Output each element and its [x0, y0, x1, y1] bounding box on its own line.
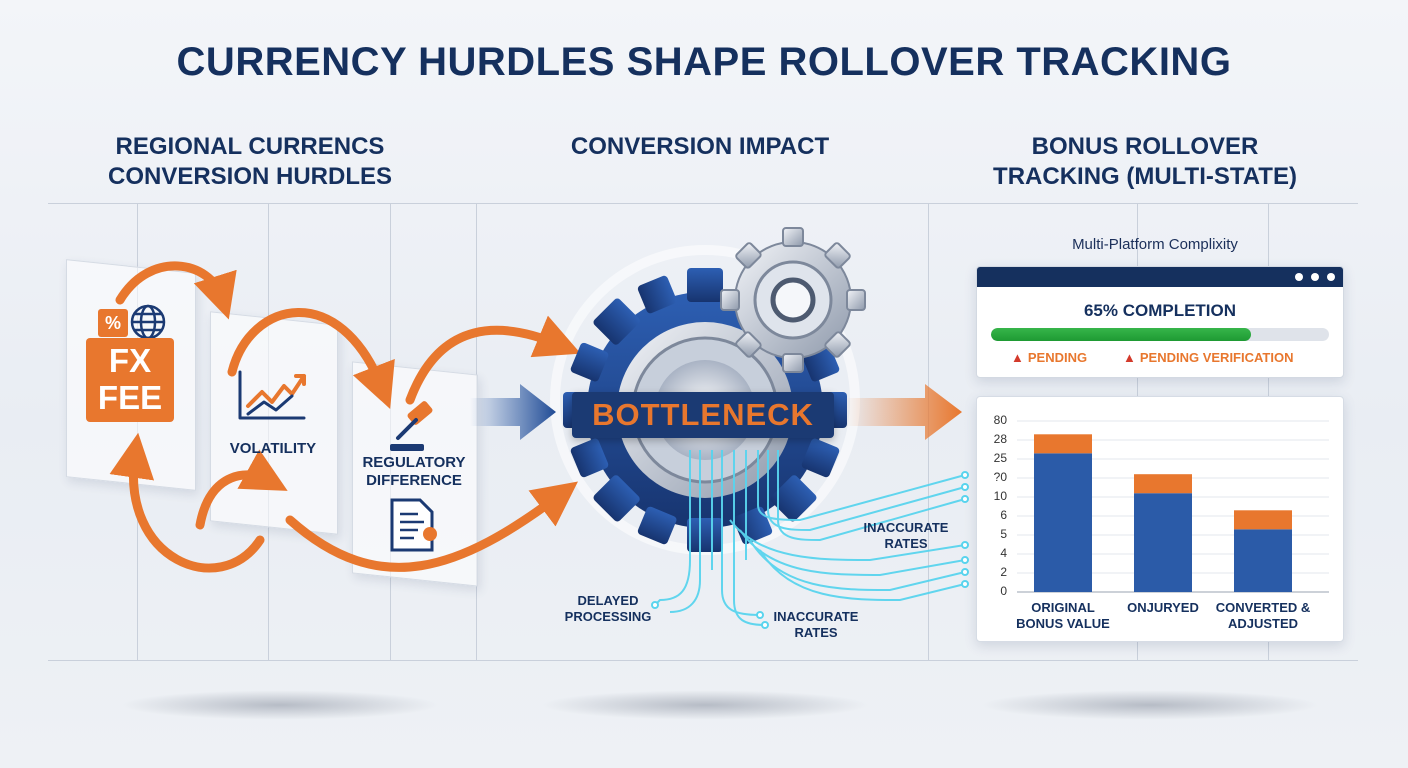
globe-icon — [130, 304, 166, 340]
inaccurate-rates-right-label: INACCURATE RATES — [858, 520, 954, 552]
fx-fee-badge: FX FEE — [86, 338, 174, 422]
volatility-label: VOLATILITY — [229, 440, 317, 457]
pending-label: PENDING — [1027, 350, 1088, 365]
circuit-lines — [654, 450, 966, 626]
progress-fill — [991, 328, 1252, 341]
x-category-label: CONVERTED &ADJUSTED — [1203, 600, 1323, 632]
heading-line: CONVERSION IMPACT — [570, 133, 830, 160]
orange-arrow-out — [845, 384, 962, 440]
bar-top-segment — [1134, 474, 1192, 494]
grid-line-bottom — [48, 660, 1358, 661]
percent-icon: % — [98, 309, 128, 337]
window-dot — [1327, 273, 1335, 281]
completion-text: 65% COMPLETION — [1083, 301, 1237, 320]
delayed-processing-label: DELAYED PROCESSING — [548, 593, 668, 625]
label-line: PROCESSING — [564, 609, 652, 624]
regulatory-line: DIFFERENCE — [366, 472, 462, 489]
circuit-nodes — [651, 471, 969, 629]
bar-base-segment — [1034, 453, 1092, 592]
label-line: INACCURATE — [773, 609, 859, 624]
floor-shadow — [980, 690, 1320, 720]
y-tick-label: 10 — [993, 489, 1007, 503]
label-line: RATES — [794, 625, 838, 640]
label-line: RATES — [884, 536, 928, 551]
bar-base-segment — [1234, 529, 1292, 592]
window-titlebar — [977, 267, 1343, 287]
inaccurate-rates-bottom-label: INACCURATE RATES — [756, 609, 876, 641]
gear-small-icon — [720, 227, 866, 373]
complexity-caption: Multi-Platform Complixity — [1072, 236, 1238, 253]
y-tick-label: 28 — [993, 432, 1007, 446]
y-tick-label: 4 — [1000, 546, 1007, 560]
y-tick-label: 0 — [1000, 584, 1007, 598]
volatility-chart-icon — [238, 370, 306, 420]
blue-arrow — [470, 384, 556, 440]
category-line: CONVERTED & — [1215, 600, 1311, 615]
category-line: ADJUSTED — [1227, 616, 1299, 631]
fx-label: FX — [108, 342, 152, 379]
bar-top-segment — [1234, 510, 1292, 530]
gavel-icon — [390, 401, 433, 451]
column-heading-tracking: BONUS ROLLOVER TRACKING (MULTI-STATE) — [950, 132, 1340, 192]
window-dot — [1311, 273, 1319, 281]
column-heading-hurdles: REGIONAL CURRENCS CONVERSION HURDLES — [60, 132, 440, 192]
regulatory-line: REGULATORY — [362, 454, 466, 471]
y-tick-label: 25 — [993, 451, 1007, 465]
window-dot — [1295, 273, 1303, 281]
bottleneck-label: BOTTLENECK — [572, 392, 834, 438]
pending-status: ▲PENDING — [1011, 350, 1087, 365]
warning-icon: ▲ — [1123, 350, 1136, 365]
y-tick-label: 6 — [1000, 508, 1007, 522]
y-tick-label: ?0 — [993, 470, 1007, 484]
chart-plot — [1017, 420, 1329, 593]
x-category-label: ONJURYED — [1103, 600, 1223, 616]
label-line: DELAYED — [577, 593, 639, 608]
page-title: CURRENCY HURDLES SHAPE ROLLOVER TRACKING — [176, 40, 1232, 84]
pending-verification-status: ▲PENDING VERIFICATION — [1123, 350, 1293, 365]
category-line: ONJURYED — [1127, 600, 1199, 615]
heading-line: REGIONAL CURRENCS — [115, 133, 385, 160]
y-tick-label: 80 — [993, 413, 1007, 427]
category-line: ORIGINAL — [1031, 600, 1095, 615]
heading-line: TRACKING (MULTI-STATE) — [993, 163, 1297, 190]
completion-window: 65% COMPLETION ▲PENDING ▲PENDING VERIFIC… — [976, 266, 1344, 378]
column-heading-impact: CONVERSION IMPACT — [520, 132, 880, 162]
floor-shadow — [120, 690, 440, 720]
hurdle-arrows — [109, 261, 581, 573]
bar-base-segment — [1134, 493, 1192, 592]
warning-icon: ▲ — [1011, 350, 1024, 365]
y-tick-label: 5 — [1000, 527, 1007, 541]
document-icon — [390, 498, 437, 552]
category-line: BONUS VALUE — [1016, 616, 1110, 631]
regulatory-label: REGULATORY DIFFERENCE — [352, 454, 476, 490]
progress-bar — [991, 328, 1329, 341]
heading-line: BONUS ROLLOVER — [1031, 133, 1259, 160]
y-tick-label: 2 — [1000, 565, 1007, 579]
bar-top-segment — [1034, 434, 1092, 454]
grid-line-top — [48, 203, 1358, 204]
pending-verification-label: PENDING VERIFICATION — [1139, 350, 1294, 365]
floor-shadow — [540, 690, 870, 720]
label-line: INACCURATE — [863, 520, 949, 535]
heading-line: CONVERSION HURDLES — [107, 163, 393, 190]
fee-label: FEE — [97, 379, 163, 416]
